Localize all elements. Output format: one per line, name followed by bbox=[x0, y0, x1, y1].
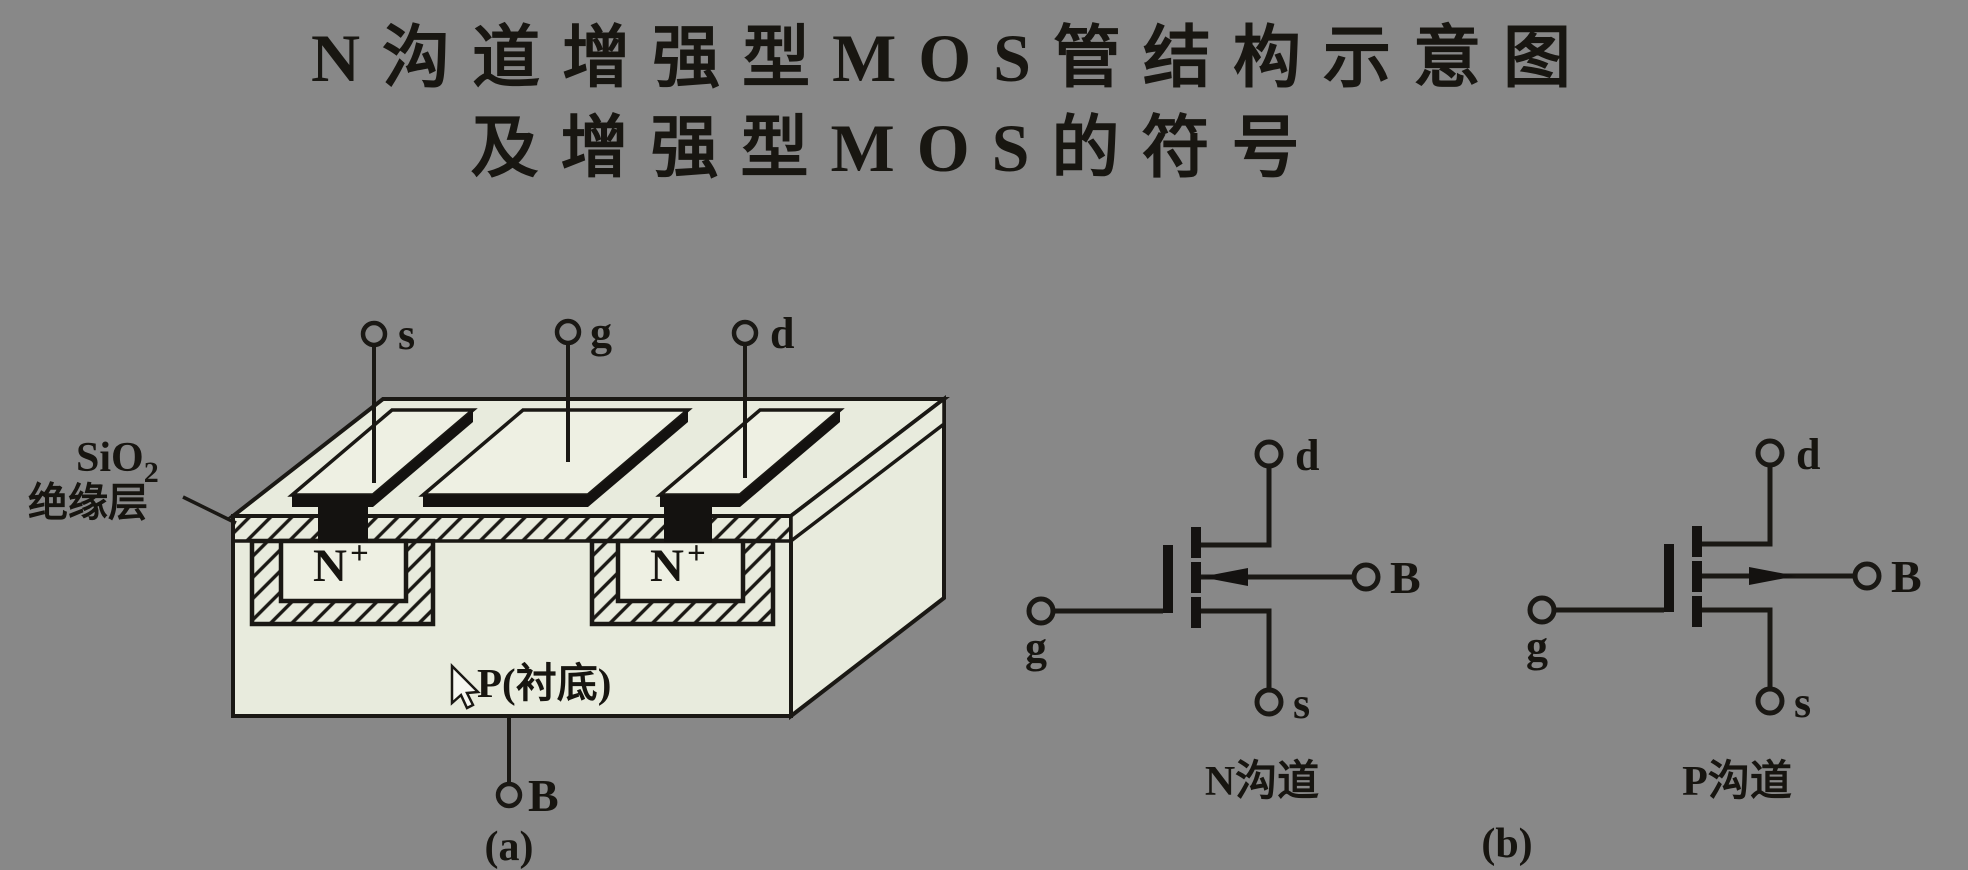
drain-terminal-label: d bbox=[770, 309, 794, 358]
pmos-channel-segment bbox=[1692, 526, 1702, 557]
n-plus-well-right: N+ bbox=[589, 536, 776, 627]
source-terminal-label: s bbox=[398, 310, 415, 359]
nmos-gate-terminal bbox=[1026, 596, 1056, 626]
gate-terminal-label: g bbox=[590, 308, 612, 357]
drain-terminal bbox=[731, 319, 759, 347]
source-contact bbox=[318, 503, 368, 542]
nmos-channel-segment bbox=[1191, 527, 1201, 558]
nmos-body-terminal bbox=[1351, 562, 1381, 592]
pmos-source-terminal bbox=[1755, 686, 1785, 716]
nmos-symbol-name: N沟道 bbox=[1205, 758, 1319, 805]
pmos-gate-bar bbox=[1664, 544, 1674, 612]
nmos-body-arrow bbox=[1201, 568, 1248, 586]
nmos-channel-segment bbox=[1191, 597, 1201, 628]
drain-electrode bbox=[655, 408, 845, 507]
nmos-drain-label: d bbox=[1295, 431, 1319, 480]
body-terminal bbox=[495, 781, 523, 809]
pmos-gate-terminal bbox=[1527, 595, 1557, 625]
mouse-cursor-icon bbox=[450, 662, 481, 710]
pmos-symbol-name: P沟道 bbox=[1682, 758, 1792, 805]
nmos-channel-segment bbox=[1191, 562, 1201, 593]
caption-a: (a) bbox=[485, 824, 534, 870]
pmos-symbol: d g B s P沟道 bbox=[1526, 430, 1922, 805]
nmos-source-lead bbox=[1201, 608, 1272, 690]
nmos-source-label: s bbox=[1293, 679, 1310, 728]
sio2-label: SiO2 bbox=[76, 435, 159, 489]
drain-contact bbox=[664, 503, 712, 542]
nmos-gate-bar bbox=[1163, 545, 1173, 613]
nmos-gate-label: g bbox=[1025, 623, 1047, 672]
oxide-strip-side bbox=[789, 395, 946, 545]
nmos-source-terminal bbox=[1254, 687, 1284, 717]
substrate-label: P(衬底) bbox=[477, 660, 611, 706]
nmos-symbol: d g B s N沟道 bbox=[1025, 431, 1421, 805]
mos-structure-diagram: N+ N+ bbox=[28, 308, 950, 870]
pmos-body-arrow bbox=[1749, 567, 1796, 585]
oxide-callout-line bbox=[182, 495, 237, 525]
pmos-body-terminal bbox=[1852, 561, 1882, 591]
gate-terminal bbox=[554, 318, 582, 346]
pmos-body-label: B bbox=[1891, 551, 1922, 602]
source-electrode bbox=[287, 408, 478, 507]
nmos-drain-lead bbox=[1201, 466, 1272, 548]
pmos-drain-terminal bbox=[1755, 438, 1785, 468]
oxide-callout: SiO2 绝缘层 bbox=[28, 435, 237, 525]
insulating-layer-label: 绝缘层 bbox=[28, 480, 148, 525]
caption-b: (b) bbox=[1481, 821, 1532, 867]
pmos-source-label: s bbox=[1794, 678, 1811, 727]
pmos-channel-segment bbox=[1692, 561, 1702, 592]
nmos-body-label: B bbox=[1390, 552, 1421, 603]
pmos-source-lead bbox=[1702, 607, 1773, 689]
n-plus-well-left: N+ bbox=[249, 536, 436, 627]
body-terminal-label: B bbox=[528, 770, 559, 821]
pmos-drain-lead bbox=[1702, 465, 1773, 547]
source-terminal bbox=[360, 320, 388, 348]
nmos-drain-terminal bbox=[1254, 439, 1284, 469]
slide-title-line-2: 及增强型MOS的符号 bbox=[470, 110, 1322, 186]
pmos-channel-segment bbox=[1692, 596, 1702, 627]
slide-title-line-1: N沟道增强型MOS管结构示意图 bbox=[310, 20, 1594, 96]
gate-electrode bbox=[418, 408, 693, 507]
n-plus-label-right: N+ bbox=[650, 536, 706, 592]
n-plus-label-left: N+ bbox=[313, 536, 369, 592]
pmos-gate-label: g bbox=[1526, 622, 1548, 671]
pmos-drain-label: d bbox=[1796, 430, 1820, 479]
